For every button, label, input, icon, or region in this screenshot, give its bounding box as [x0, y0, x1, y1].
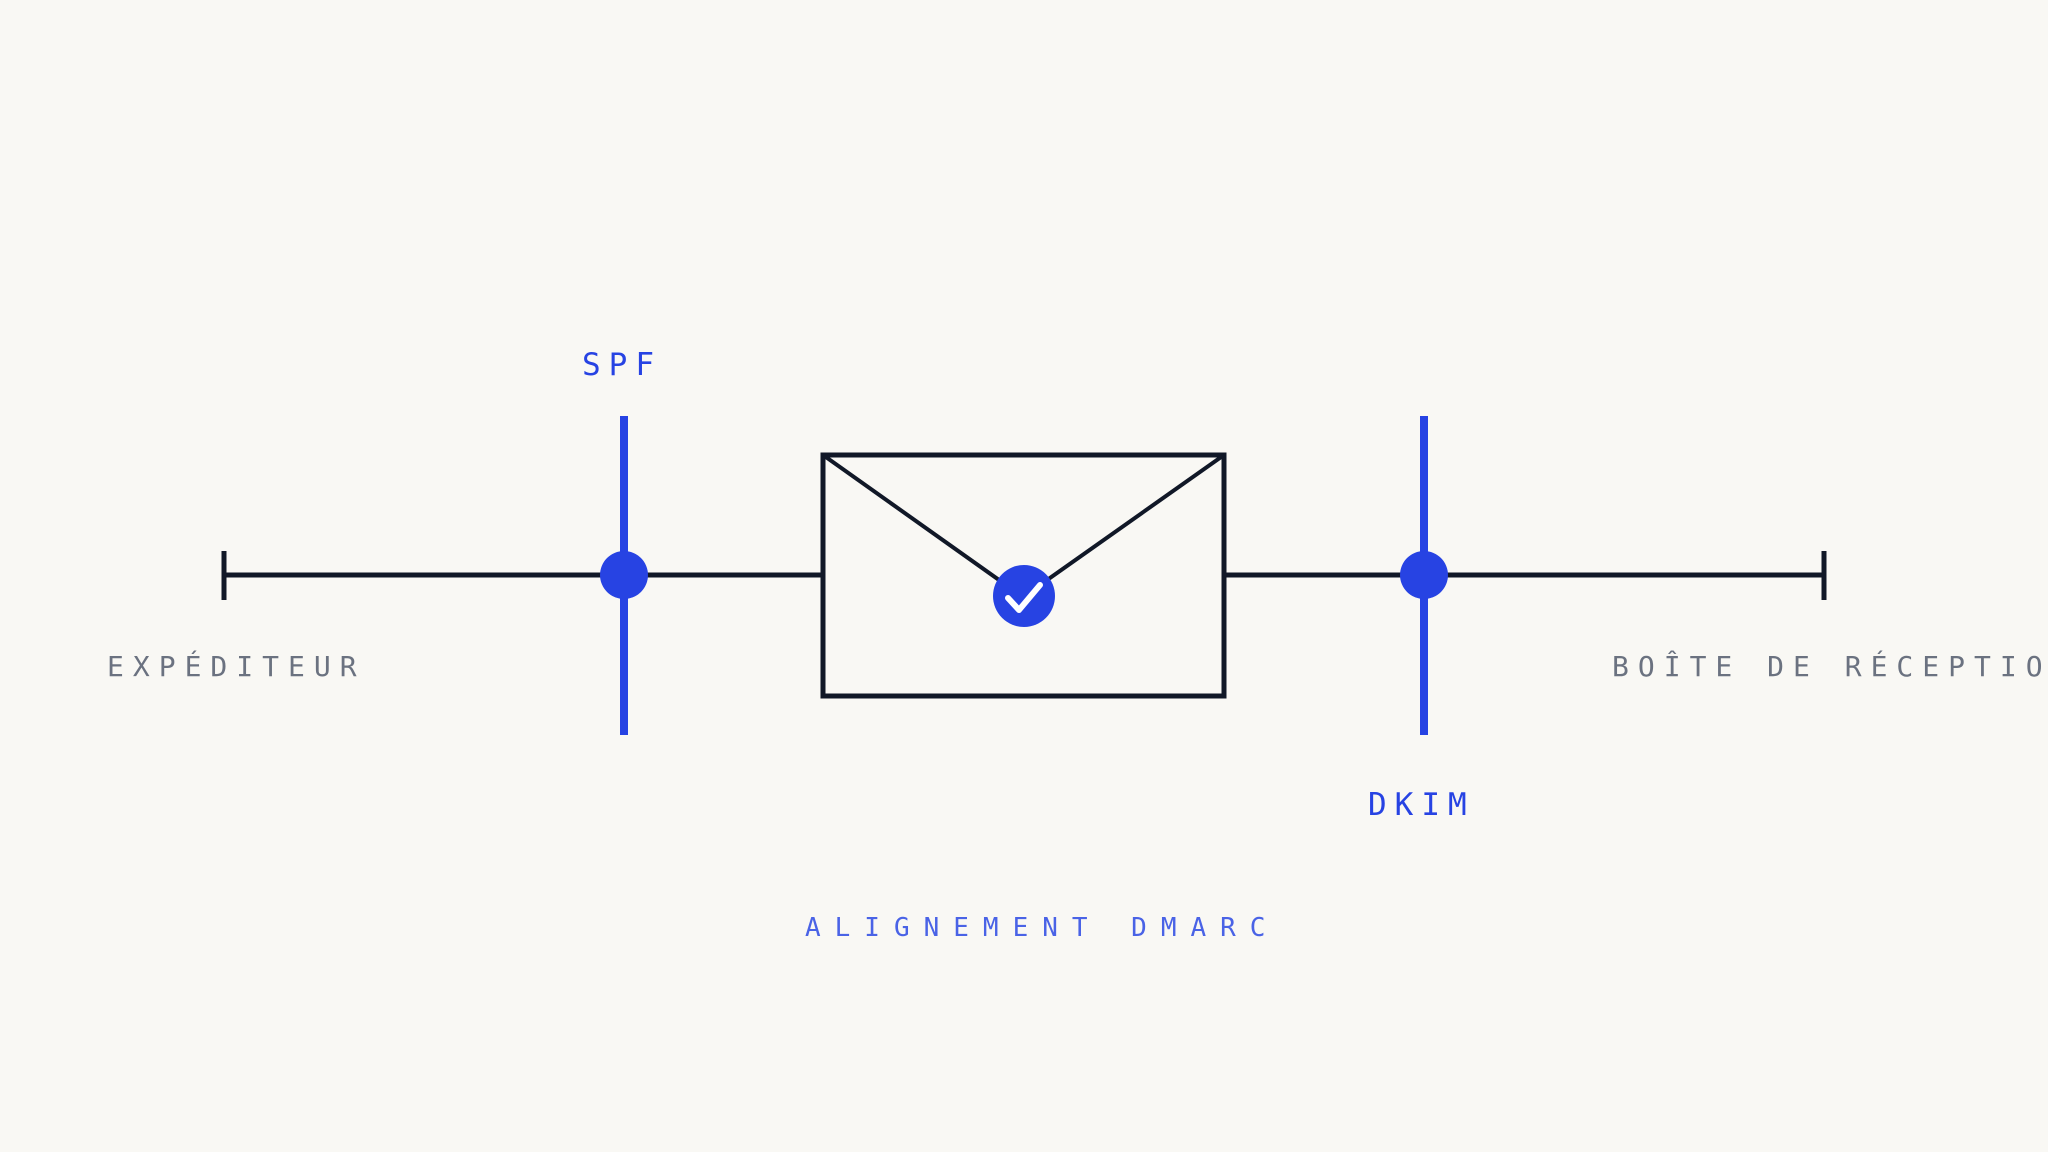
check-icon [993, 565, 1055, 627]
dmarc-alignment-caption: ALIGNEMENT DMARC [805, 913, 1280, 943]
inbox-label: BOÎTE DE RÉCEPTION [1612, 650, 2048, 683]
spf-checkpoint-dot [600, 551, 648, 599]
dkim-label: DKIM [1368, 787, 1475, 823]
spf-label: SPF [582, 347, 662, 383]
sender-label: EXPÉDITEUR [107, 650, 366, 683]
dkim-checkpoint-dot [1400, 551, 1448, 599]
